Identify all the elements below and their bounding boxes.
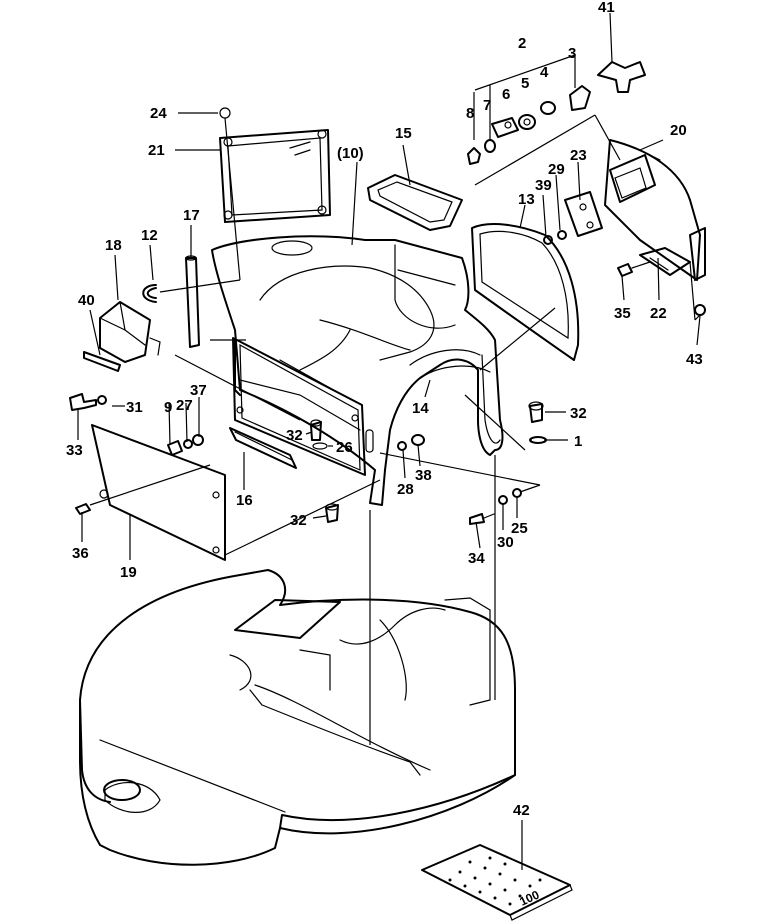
callout-12: 12 — [141, 227, 158, 244]
callout-36: 36 — [72, 545, 89, 562]
door-panel — [174, 337, 366, 476]
callout-5: 5 — [521, 75, 529, 92]
lock-assembly — [467, 54, 591, 165]
mat-caption: 100 — [517, 887, 541, 908]
callout-23: 23 — [570, 147, 587, 164]
callout-32a: 32 — [286, 427, 303, 444]
callout-6: 6 — [502, 86, 510, 103]
callout-8: 8 — [466, 105, 474, 122]
hinge — [639, 247, 701, 321]
callout-14: 14 — [412, 400, 429, 417]
floor-mat — [421, 820, 573, 921]
callout-42: 42 — [513, 802, 530, 819]
callout-16: 16 — [236, 492, 253, 509]
side-panel — [89, 424, 381, 561]
callout-2: 2 — [518, 35, 526, 52]
callout-28: 28 — [397, 481, 414, 498]
callout-32b: 32 — [290, 512, 307, 529]
callout-10: (10) — [337, 145, 364, 162]
callout-9: 9 — [164, 399, 172, 416]
cabin-cover — [211, 235, 556, 506]
callout-3: 3 — [568, 45, 576, 62]
callout-41: 41 — [598, 0, 615, 16]
filter-cover — [83, 301, 161, 372]
callout-13: 13 — [518, 191, 535, 208]
callout-25: 25 — [511, 520, 528, 537]
callout-20: 20 — [670, 122, 687, 139]
callout-7: 7 — [483, 97, 491, 114]
callout-17: 17 — [183, 207, 200, 224]
latch — [543, 191, 603, 245]
callout-26: 26 — [336, 439, 353, 456]
callout-21: 21 — [148, 142, 165, 159]
callout-24: 24 — [150, 105, 167, 122]
callout-29: 29 — [548, 161, 565, 178]
callout-30: 30 — [497, 534, 514, 551]
callout-15: 15 — [395, 125, 412, 142]
callout-37: 37 — [190, 382, 207, 399]
callout-43: 43 — [686, 351, 703, 368]
callout-27: 27 — [176, 397, 193, 414]
callout-18: 18 — [105, 237, 122, 254]
callout-33: 33 — [66, 442, 83, 459]
callout-34: 34 — [468, 550, 485, 567]
leader-lines — [77, 12, 701, 560]
callout-labels: 41 2 3 4 5 6 7 8 24 21 (10) 15 20 23 29 … — [66, 0, 703, 909]
handle — [597, 61, 646, 93]
callout-4: 4 — [540, 64, 549, 81]
mat-texture — [448, 856, 542, 906]
callout-38: 38 — [415, 467, 432, 484]
glass — [367, 174, 463, 231]
callout-32c: 32 — [570, 405, 587, 422]
callout-1: 1 — [574, 433, 582, 450]
base-frame — [79, 455, 516, 866]
callout-22: 22 — [650, 305, 667, 322]
callout-39: 39 — [535, 177, 552, 194]
side-glass-panel — [471, 223, 580, 361]
rod — [185, 255, 200, 348]
top-window — [219, 107, 331, 281]
callout-35: 35 — [614, 305, 631, 322]
rear-side-panel — [474, 114, 706, 281]
fasteners — [69, 261, 706, 525]
callout-31: 31 — [126, 399, 143, 416]
callout-40: 40 — [78, 292, 95, 309]
callout-19: 19 — [120, 564, 137, 581]
clip — [142, 279, 241, 303]
